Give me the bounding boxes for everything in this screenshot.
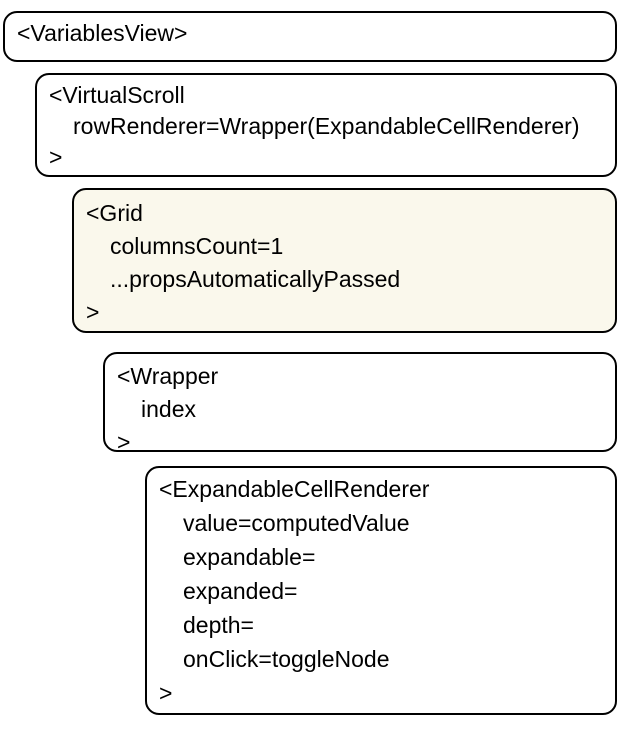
- component-box-wrapper: <Wrapper index >: [103, 352, 617, 455]
- component-box-grid: <Grid columnsCount=1 ...propsAutomatical…: [72, 188, 617, 333]
- close-tag-grid: >: [86, 299, 100, 325]
- component-box-variablesview: <VariablesView>: [3, 11, 617, 62]
- prop-onclick: onClick=toggleNode: [183, 646, 390, 672]
- prop-spread-props: ...propsAutomaticallyPassed: [110, 266, 401, 292]
- open-tag-virtualscroll: <VirtualScroll: [49, 82, 185, 108]
- prop-rowrenderer: rowRenderer=Wrapper(ExpandableCellRender…: [73, 113, 580, 139]
- close-tag-expandablecellrenderer: >: [159, 680, 173, 706]
- open-tag-wrapper: <Wrapper: [117, 363, 219, 389]
- close-tag-wrapper: >: [117, 429, 131, 455]
- open-tag-grid: <Grid: [86, 200, 143, 226]
- open-tag-variablesview: <VariablesView>: [17, 20, 188, 46]
- prop-index: index: [141, 396, 196, 422]
- open-tag-expandablecellrenderer: <ExpandableCellRenderer: [159, 476, 430, 502]
- prop-depth: depth=: [183, 612, 254, 638]
- close-tag-virtualscroll: >: [49, 144, 63, 170]
- prop-expandable: expandable=: [183, 544, 316, 570]
- prop-value: value=computedValue: [183, 510, 410, 536]
- component-box-virtualscroll: <VirtualScroll rowRenderer=Wrapper(Expan…: [35, 73, 617, 177]
- component-box-expandablecellrenderer: <ExpandableCellRenderer value=computedVa…: [145, 466, 617, 715]
- prop-columnscount: columnsCount=1: [110, 233, 284, 259]
- prop-expanded: expanded=: [183, 578, 298, 604]
